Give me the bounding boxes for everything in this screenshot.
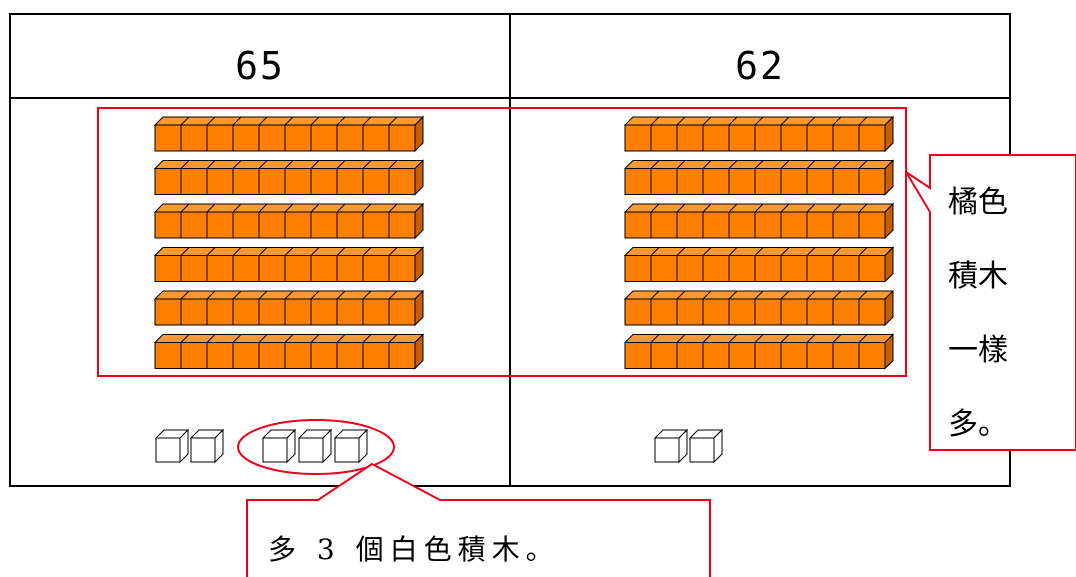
left-rods-group bbox=[153, 115, 425, 370]
ten-rod bbox=[623, 289, 895, 327]
left-unit-cubes-group bbox=[154, 428, 369, 464]
bottom-callout-text: 多 3 個白色積木。 bbox=[268, 533, 560, 566]
right-callout-line-4: 多。 bbox=[948, 407, 1008, 442]
ten-rod bbox=[153, 246, 425, 283]
left-number-header: 65 bbox=[235, 44, 285, 88]
unit-cube bbox=[653, 428, 689, 464]
tens-highlight-box bbox=[97, 107, 907, 377]
right-callout-line-3: 一樣 bbox=[948, 333, 1008, 368]
right-callout-line-2: 積木 bbox=[948, 259, 1008, 294]
ten-rod bbox=[153, 333, 425, 370]
bottom-callout-box bbox=[246, 462, 711, 577]
ten-rod bbox=[153, 289, 425, 327]
ten-rod bbox=[153, 115, 425, 153]
unit-cube bbox=[261, 428, 297, 464]
right-callout-line-1: 橘色 bbox=[948, 185, 1008, 220]
extra-cubes-highlight-ellipse bbox=[237, 419, 395, 475]
right-rods-group bbox=[623, 115, 895, 370]
right-number-header: 62 bbox=[735, 44, 785, 88]
unit-cube bbox=[297, 428, 333, 464]
ten-rod bbox=[623, 246, 895, 283]
unit-cube bbox=[333, 428, 369, 464]
right-unit-cubes-group bbox=[653, 428, 724, 464]
ten-rod bbox=[623, 333, 895, 370]
right-callout-text: 橘色 積木 一樣 多。 bbox=[948, 166, 1072, 462]
unit-cube bbox=[154, 428, 190, 464]
ten-rod bbox=[623, 202, 895, 240]
ten-rod bbox=[153, 202, 425, 240]
unit-cube bbox=[688, 428, 724, 464]
ten-rod bbox=[623, 115, 895, 153]
ten-rod bbox=[623, 159, 895, 196]
ten-rod bbox=[153, 159, 425, 196]
right-callout-box bbox=[905, 154, 1076, 451]
unit-cube bbox=[189, 428, 225, 464]
